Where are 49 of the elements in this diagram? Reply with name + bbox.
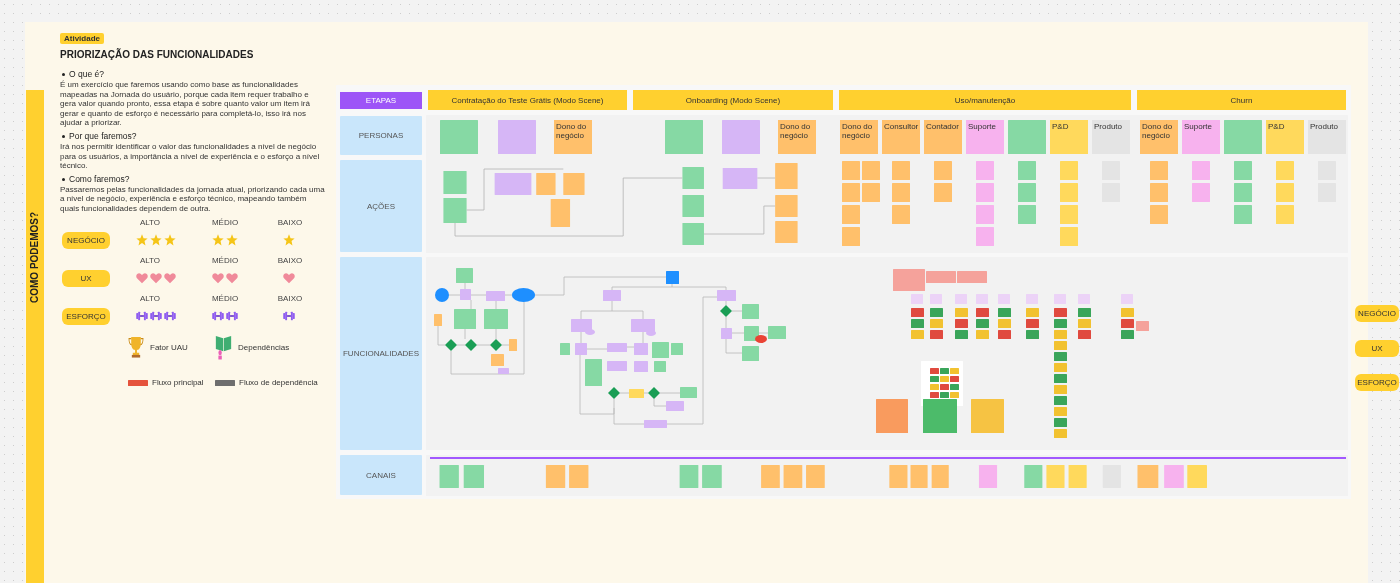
paragraph: Passaremos pelas funcionalidades da jornada atual, priorizando cada uma a nível de negócio, experiência e esforço técnico, mapeando também quais funcionalidades dependem de outra. bbox=[60, 184, 326, 214]
bullet-heading: Por que faremos? bbox=[69, 130, 137, 141]
scale-label: ALTO bbox=[139, 256, 161, 265]
sticky-note: Consultor bbox=[882, 120, 920, 154]
sticky-note: Contador bbox=[924, 120, 962, 154]
scale-label: MÉDIO bbox=[211, 218, 239, 227]
sticky-note: Produto bbox=[1308, 120, 1346, 154]
scale-label: ALTO bbox=[139, 294, 161, 303]
stage-header: Contratação do Teste Grátis (Modo Scene) bbox=[428, 90, 627, 110]
scale-label: BAIXO bbox=[277, 294, 303, 303]
category-tag: ESFORÇO bbox=[62, 308, 110, 325]
stage-header: Uso/manutenção bbox=[839, 90, 1131, 110]
bullet-heading: O que é? bbox=[69, 69, 104, 79]
sticky-note: Dono do negócio bbox=[840, 120, 878, 154]
category-tag: UX bbox=[62, 270, 110, 287]
paragraph: Irá nos permitir identificar o valor das funcionalidades a nível de negócio para os usuários, a importância a nível de experiência e o esforço a nível técnico. bbox=[60, 141, 321, 171]
sticky-note: Dono do negócio bbox=[554, 120, 592, 154]
sticky-note: P&D bbox=[1266, 120, 1304, 154]
legend-label: Fator UAU bbox=[150, 343, 188, 352]
sticky-note: Produto bbox=[1092, 120, 1130, 154]
scale-label: ALTO bbox=[139, 218, 161, 227]
sticky-note: Suporte bbox=[966, 120, 1004, 154]
scale-label: MÉDIO bbox=[211, 256, 239, 265]
legend-label: Fluxo principal bbox=[152, 378, 204, 387]
scale-label: BAIXO bbox=[277, 256, 303, 265]
scale-label: MÉDIO bbox=[211, 294, 239, 303]
paragraph: É um exercício que faremos usando como base as funcionalidades mapeadas na Jornada do usuário, porque cada item requer trabalho e gera valor quando pronto, essa etapa é sobre quanto valor um item irá gerar e quanto de esforço é necessário para completá-lo, isso irá nos ajudar a priorizar. bbox=[60, 80, 311, 128]
activity-tag: Atividade bbox=[60, 33, 104, 44]
row-header: ETAPAS bbox=[340, 92, 422, 109]
sticky-note: Dono do negócio bbox=[778, 120, 816, 154]
row-header: FUNCIONALIDADES bbox=[340, 257, 422, 450]
category-tag: UX bbox=[1355, 340, 1399, 357]
category-tag: ESFORÇO bbox=[1355, 374, 1399, 391]
legend-label: Dependências bbox=[238, 343, 290, 352]
sticky-note: Dono do negócio bbox=[1140, 120, 1178, 154]
category-tag: NEGÓCIO bbox=[62, 232, 110, 249]
stage-header: Churn bbox=[1137, 90, 1346, 110]
row-header: AÇÕES bbox=[340, 160, 422, 252]
row-header: PERSONAS bbox=[340, 116, 422, 155]
page-title: PRIORIZAÇÃO DAS FUNCIONALIDADES bbox=[60, 49, 254, 60]
vertical-banner: COMO PODEMOS? bbox=[26, 90, 44, 583]
sticky-note: P&D bbox=[1050, 120, 1088, 154]
sticky-note: Suporte bbox=[1182, 120, 1220, 154]
row-header: CANAIS bbox=[340, 455, 422, 495]
stage-header: Onboarding (Modo Scene) bbox=[633, 90, 833, 110]
scale-label: BAIXO bbox=[277, 218, 303, 227]
bullet-heading: Como faremos? bbox=[69, 173, 130, 184]
category-tag: NEGÓCIO bbox=[1355, 305, 1399, 322]
legend-label: Fluxo de dependência bbox=[239, 378, 318, 387]
